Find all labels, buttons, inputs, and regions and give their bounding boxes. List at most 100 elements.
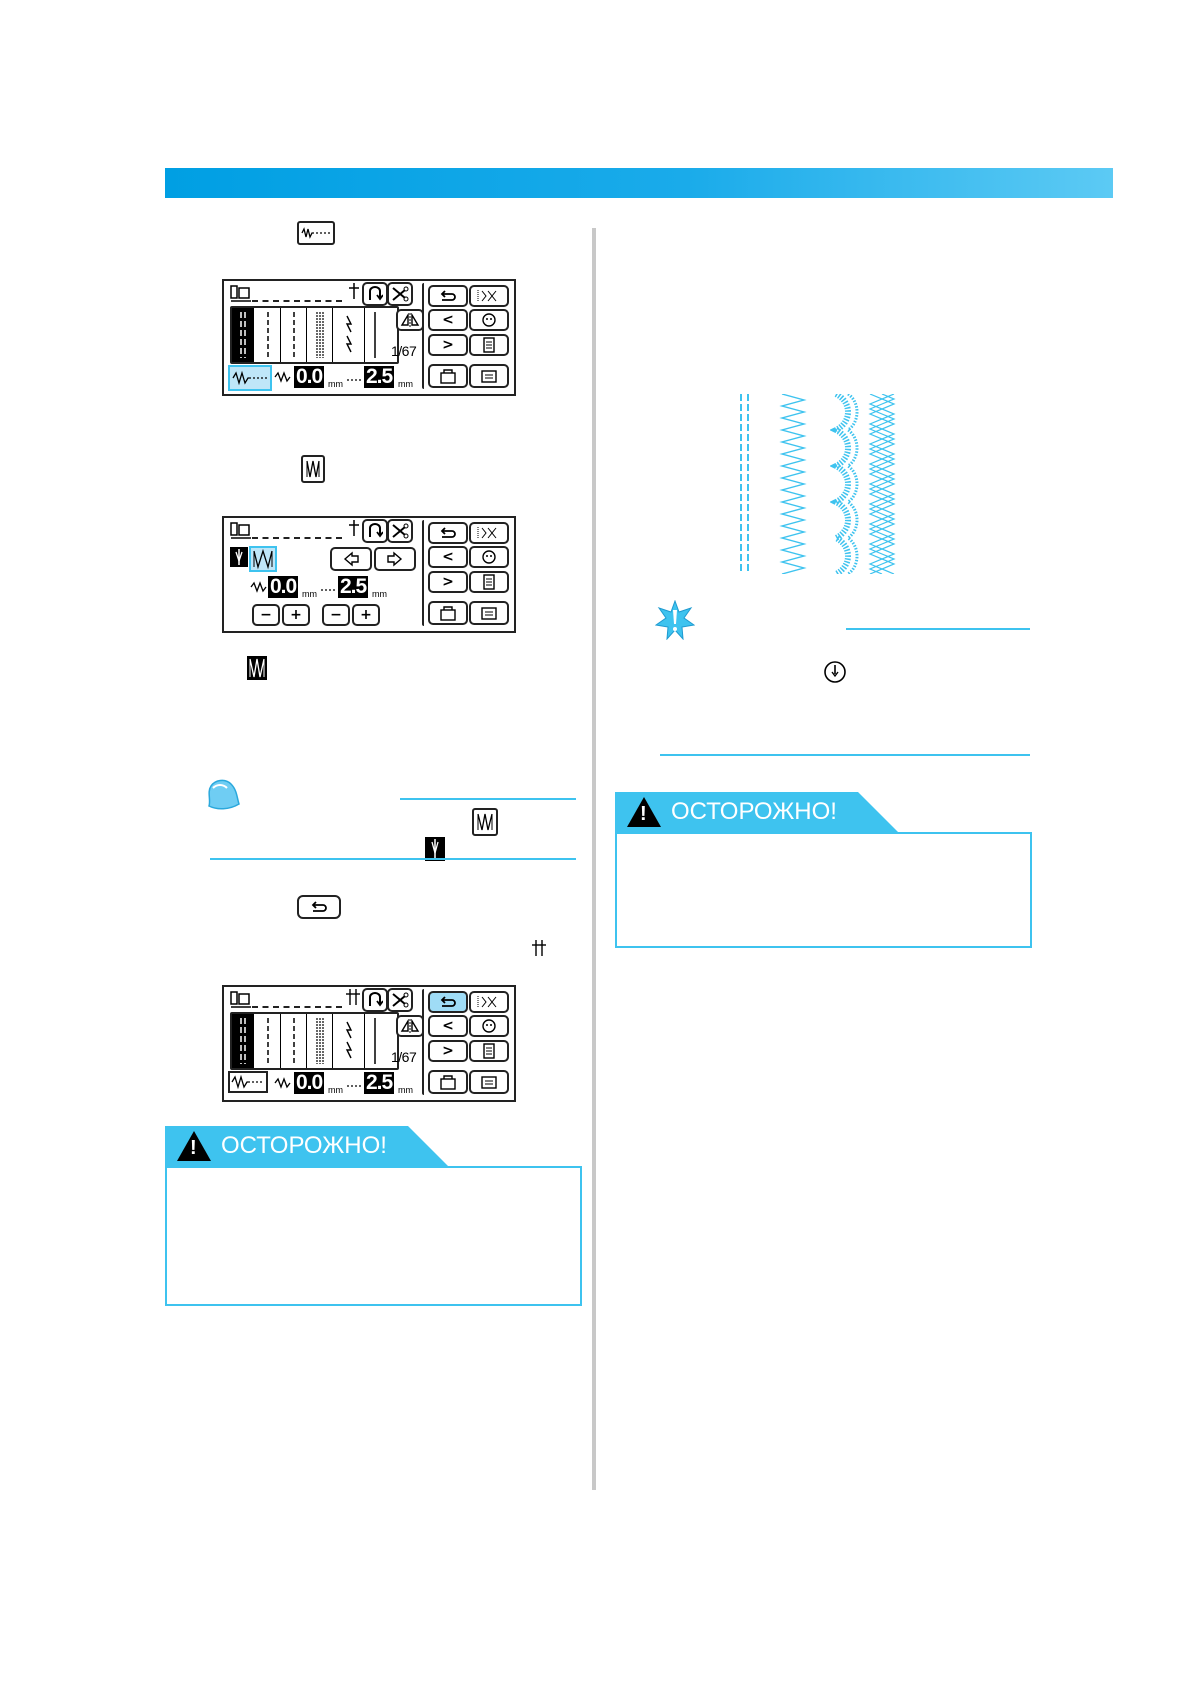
caution-title: ОСТОРОЖНО! <box>221 1132 387 1159</box>
single-needle-icon <box>425 837 445 861</box>
pattern-triple-straight[interactable] <box>308 308 333 362</box>
caution-tab-right: ! ОСТОРОЖНО! <box>615 792 898 832</box>
twin-needle-mode-button[interactable] <box>249 546 277 572</box>
warning-icon: ! <box>177 1131 211 1161</box>
reverse-stitch-button[interactable] <box>362 988 388 1012</box>
width-unit: mm <box>328 379 343 389</box>
pattern-selected[interactable] <box>232 308 254 362</box>
length-value: 2.5 <box>364 1071 395 1094</box>
pattern-list-button[interactable] <box>469 285 509 307</box>
reverse-stitch-button[interactable] <box>362 519 388 543</box>
warning-icon: ! <box>627 797 661 827</box>
memory-button[interactable] <box>469 334 509 356</box>
prev-page-button[interactable]: < <box>428 546 468 568</box>
next-page-button[interactable]: > <box>428 1040 468 1062</box>
caution-box-left <box>165 1166 582 1306</box>
reverse-stitch-button[interactable] <box>362 282 388 306</box>
width-icon <box>274 370 292 388</box>
machine-settings-button[interactable] <box>428 1070 468 1094</box>
pattern-straight-middle[interactable] <box>282 1014 307 1068</box>
pattern-straight-middle[interactable] <box>282 308 307 362</box>
width-value: 0.0 <box>268 575 299 598</box>
caution-tab-left: ! ОСТОРОЖНО! <box>165 1126 448 1166</box>
column-divider <box>592 228 596 1490</box>
return-key-icon <box>297 895 341 919</box>
help-button[interactable] <box>469 364 509 388</box>
settings-face-button[interactable] <box>469 546 509 568</box>
return-button[interactable] <box>428 991 468 1013</box>
note-top-rule <box>846 628 1030 630</box>
memo-bell-icon <box>205 778 241 817</box>
prev-page-button[interactable]: < <box>428 309 468 331</box>
pattern-straight-left[interactable] <box>256 308 281 362</box>
mirror-button[interactable] <box>396 309 424 331</box>
twin-needle-mark-icon <box>346 989 360 1010</box>
return-button[interactable] <box>428 285 468 307</box>
pattern-straight-left[interactable] <box>256 1014 281 1068</box>
pattern-selected[interactable] <box>232 1014 254 1068</box>
help-button[interactable] <box>469 601 509 625</box>
width-icon <box>250 580 268 598</box>
memory-button[interactable] <box>469 1040 509 1062</box>
lcd-screen-1: 1/67 0.0 mm 2.5 mm < > <box>222 279 516 396</box>
caution-box-right <box>615 832 1032 948</box>
memory-button[interactable] <box>469 571 509 593</box>
pattern-lightning[interactable] <box>334 308 365 362</box>
machine-settings-button[interactable] <box>428 364 468 388</box>
needle-left-button[interactable] <box>330 547 372 571</box>
twin-needle-key-icon <box>301 455 325 483</box>
width-unit: mm <box>302 589 317 599</box>
settings-face-button[interactable] <box>469 1015 509 1037</box>
presser-foot-icon <box>230 991 252 1014</box>
help-button[interactable] <box>469 1070 509 1094</box>
pattern-triple-straight[interactable] <box>308 1014 333 1068</box>
width-minus-button[interactable]: − <box>252 604 280 626</box>
mirror-button[interactable] <box>396 1015 424 1037</box>
next-page-button[interactable]: > <box>428 571 468 593</box>
length-plus-button[interactable]: + <box>352 604 380 626</box>
stitch-pattern-grid <box>230 306 399 364</box>
length-value: 2.5 <box>364 365 395 388</box>
lcd-screen-2: 0.0 mm 2.5 mm − + − + < > <box>222 516 516 633</box>
length-icon <box>346 372 362 390</box>
pattern-list-button[interactable] <box>469 522 509 544</box>
return-button[interactable] <box>428 522 468 544</box>
settings-face-button[interactable] <box>469 309 509 331</box>
section-header-bar <box>165 168 1113 198</box>
width-unit: mm <box>328 1085 343 1095</box>
page-indicator: 1/67 <box>391 1049 417 1065</box>
thread-cutter-button[interactable] <box>387 519 413 543</box>
memo-bottom-rule <box>210 858 576 860</box>
stitch-length-key-icon <box>297 221 335 245</box>
stitch-length-key[interactable] <box>228 365 272 391</box>
twin-needle-mark-icon <box>532 940 546 961</box>
pattern-straight-right[interactable] <box>366 308 396 362</box>
length-unit: mm <box>372 589 387 599</box>
twin-needle-key-icon <box>472 808 498 836</box>
single-needle-mark-icon <box>348 520 360 541</box>
twin-needle-selected-icon <box>247 656 267 680</box>
pattern-lightning[interactable] <box>334 1014 365 1068</box>
prev-page-button[interactable]: < <box>428 1015 468 1037</box>
width-value: 0.0 <box>294 1071 325 1094</box>
thread-cutter-button[interactable] <box>387 282 413 306</box>
length-minus-button[interactable]: − <box>322 604 350 626</box>
thread-cutter-button[interactable] <box>387 988 413 1012</box>
length-value: 2.5 <box>338 575 369 598</box>
page-indicator: 1/67 <box>391 343 417 359</box>
width-value: 0.0 <box>294 365 325 388</box>
single-needle-mark-icon <box>348 283 360 304</box>
single-needle-mode-button[interactable] <box>230 547 248 567</box>
next-page-button[interactable]: > <box>428 334 468 356</box>
width-plus-button[interactable]: + <box>282 604 310 626</box>
presser-foot-icon <box>230 522 252 545</box>
pattern-list-button[interactable] <box>469 991 509 1013</box>
pattern-straight-right[interactable] <box>366 1014 396 1068</box>
stitch-length-key[interactable] <box>228 1071 268 1093</box>
length-icon <box>320 582 336 600</box>
machine-settings-button[interactable] <box>428 601 468 625</box>
scallop-stitch-sample <box>829 391 860 579</box>
presser-foot-icon <box>230 285 252 308</box>
note-star-icon <box>654 599 696 645</box>
needle-right-button[interactable] <box>374 547 416 571</box>
